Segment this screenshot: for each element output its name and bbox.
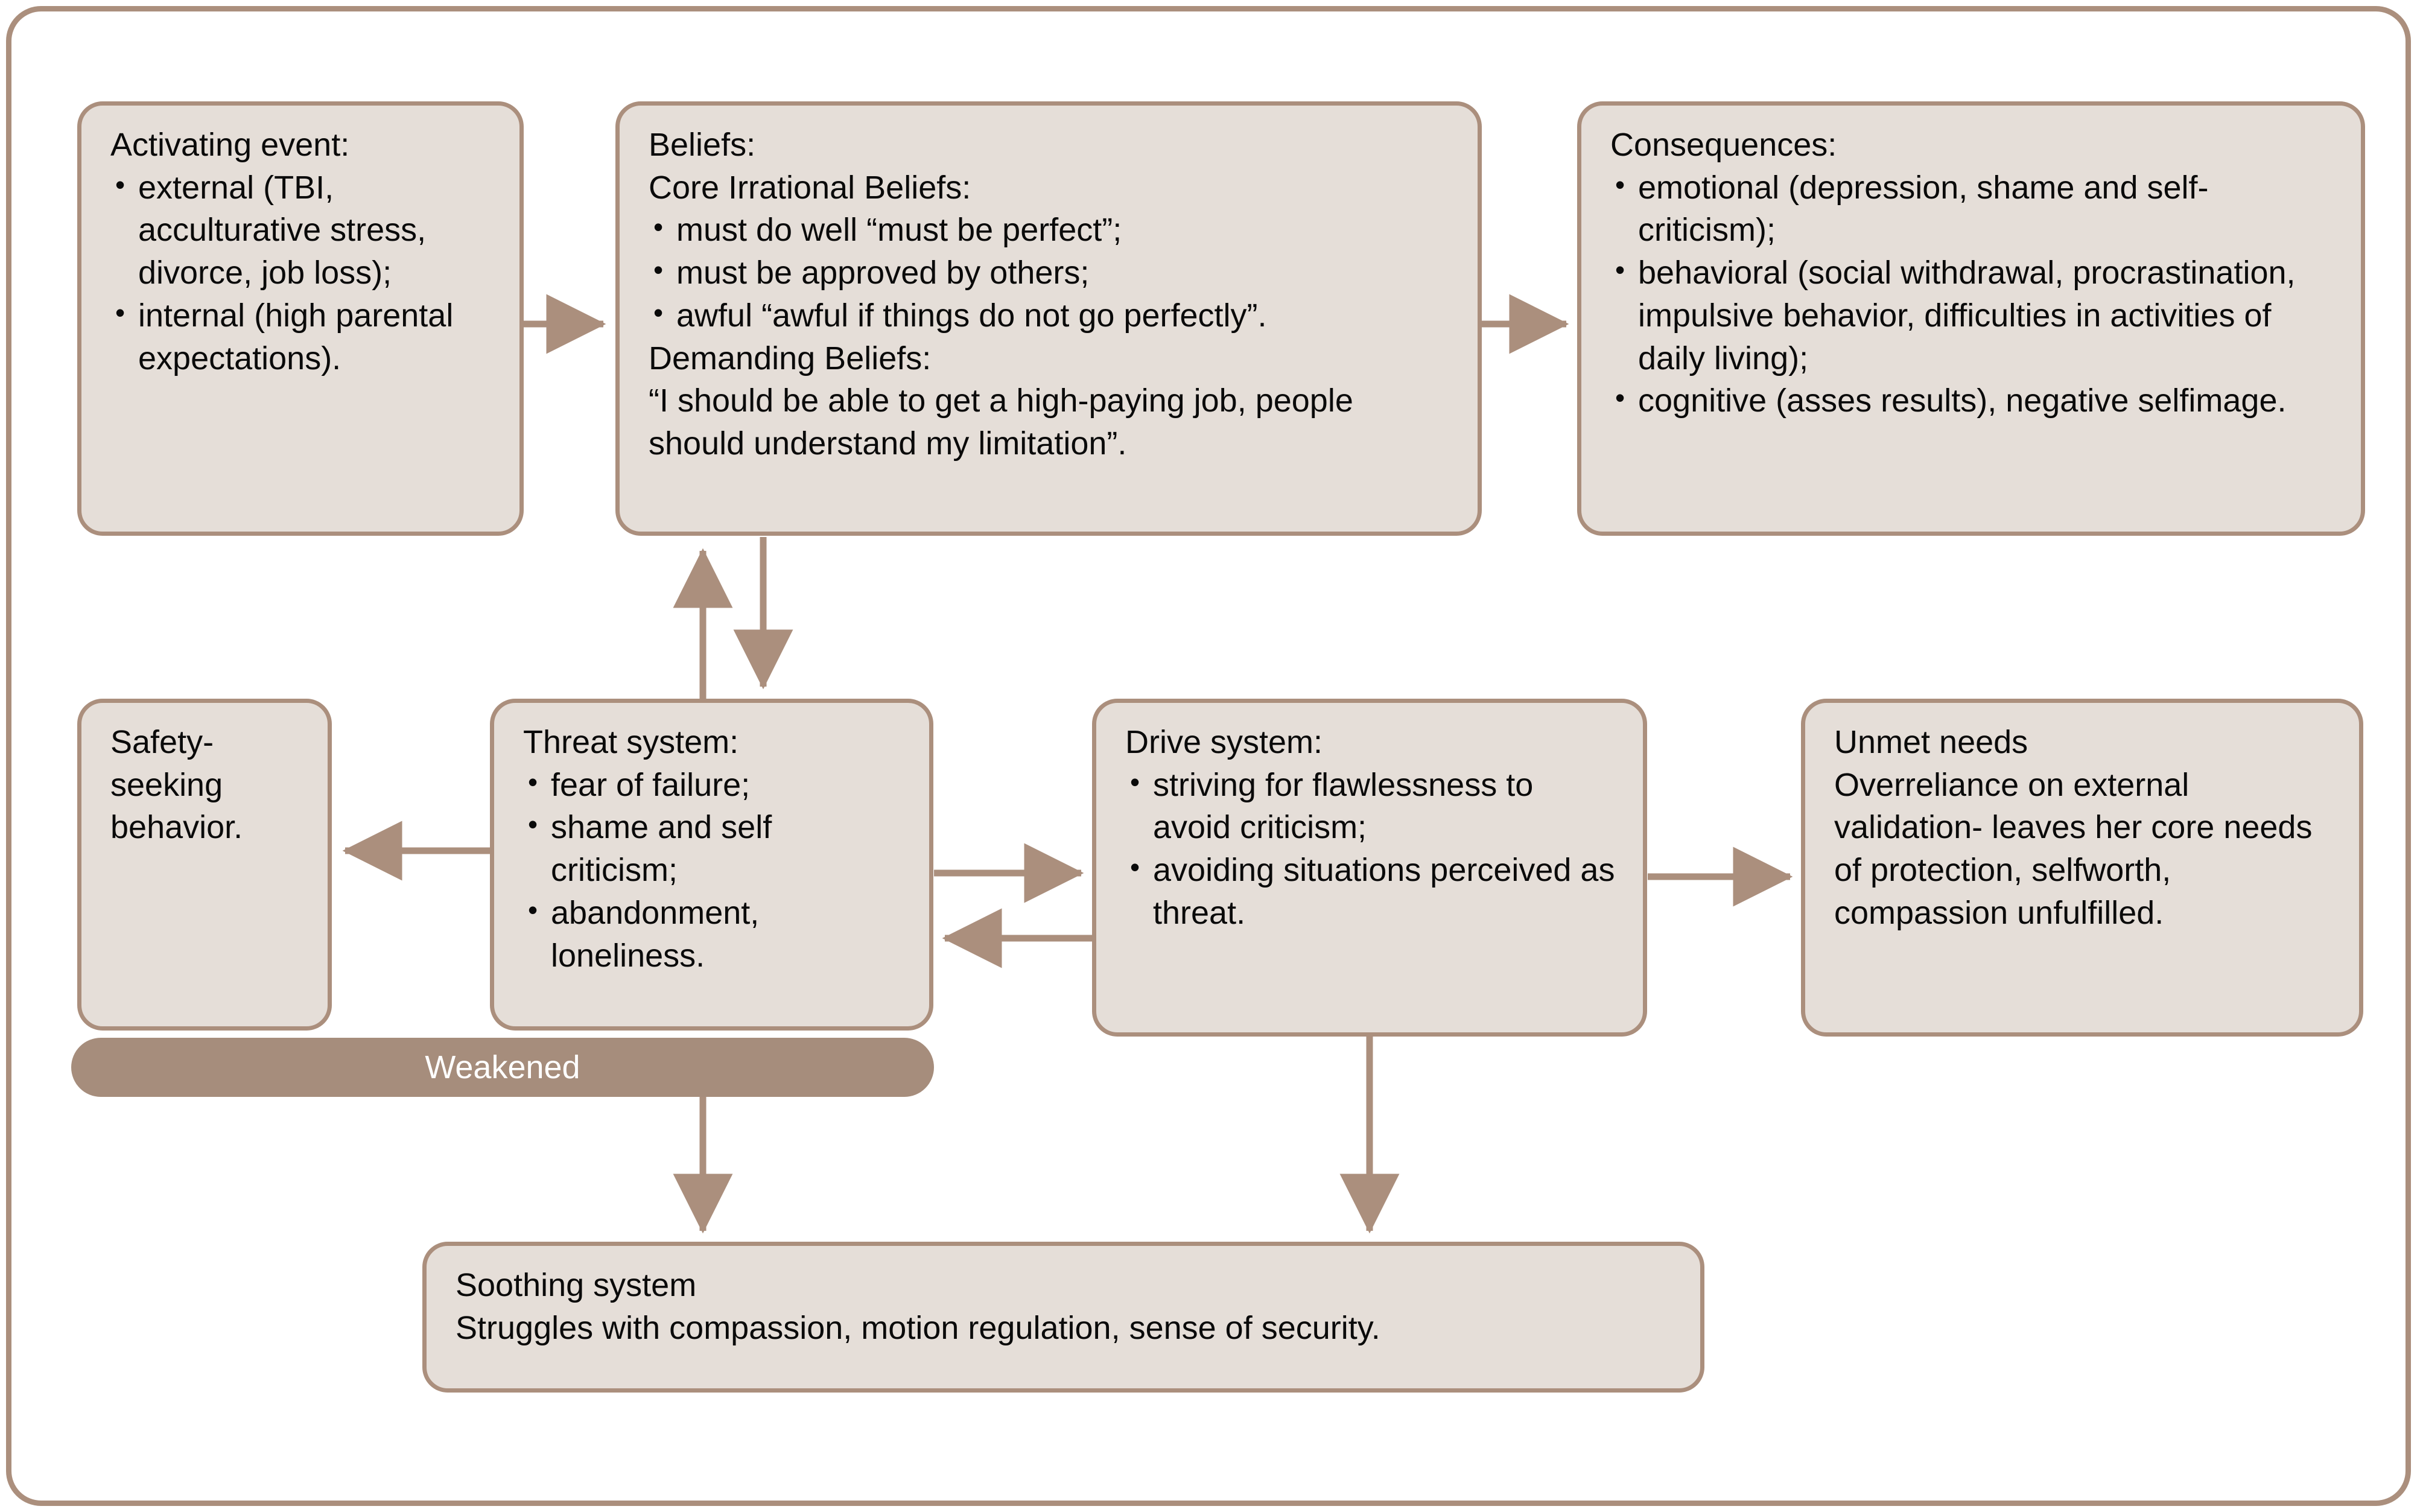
list-item: emotional (depression, shame and self-cr… [1610, 165, 2337, 252]
node-unmet-needs[interactable]: Unmet needs Overreliance on external val… [1801, 699, 2363, 1037]
threat-system-bullet-list: fear of failure; shame and self criticis… [523, 763, 905, 977]
activating-event-header: Activating event: [110, 127, 350, 163]
beliefs-bullet-list: must do well “must be perfect”; must be … [649, 208, 1453, 337]
list-item: shame and self criticism; [523, 805, 905, 891]
list-item: abandonment, loneliness. [523, 891, 905, 977]
node-safety-seeking-behavior[interactable]: Safety-seeking behavior. [77, 699, 332, 1031]
list-item: cognitive (asses results), negative self… [1610, 378, 2337, 422]
beliefs-demanding-text: Demanding Beliefs: “I should be able to … [649, 340, 1353, 462]
list-item: avoiding situations perceived as threat. [1125, 848, 1619, 934]
safety-seeking-text: Safety-seeking behavior. [110, 724, 243, 846]
drive-system-bullet-list: striving for flawlessness to avoid criti… [1125, 763, 1619, 935]
node-beliefs[interactable]: Beliefs: Core Irrational Beliefs: must d… [615, 101, 1482, 536]
activating-event-bullet-list: external (TBI, acculturative stress, div… [110, 165, 495, 380]
list-item: external (TBI, acculturative stress, div… [110, 165, 495, 294]
list-item: must be approved by others; [649, 250, 1453, 294]
weakened-band: Weakened [71, 1038, 934, 1097]
list-item: behavioral (social withdrawal, procrasti… [1610, 250, 2337, 380]
soothing-system-text: Soothing system Struggles with compassio… [456, 1267, 1380, 1346]
list-item: striving for flawlessness to avoid criti… [1125, 763, 1619, 849]
node-activating-event[interactable]: Activating event: external (TBI, accultu… [77, 101, 524, 536]
weakened-label: Weakened [425, 1049, 580, 1085]
threat-system-header: Threat system: [523, 724, 739, 760]
list-item: must do well “must be perfect”; [649, 208, 1453, 252]
list-item: fear of failure; [523, 763, 905, 807]
node-threat-system[interactable]: Threat system: fear of failure; shame an… [490, 699, 933, 1031]
unmet-needs-text: Unmet needs Overreliance on external val… [1834, 724, 2313, 931]
consequences-bullet-list: emotional (depression, shame and self-cr… [1610, 165, 2337, 422]
list-item: awful “awful if things do not go perfect… [649, 293, 1453, 337]
drive-system-header: Drive system: [1125, 724, 1323, 760]
node-drive-system[interactable]: Drive system: striving for flawlessness … [1092, 699, 1647, 1037]
beliefs-header: Beliefs: Core Irrational Beliefs: [649, 127, 971, 206]
node-consequences[interactable]: Consequences: emotional (depression, sha… [1577, 101, 2365, 536]
consequences-header: Consequences: [1610, 127, 1837, 163]
list-item: internal (high parental expectations). [110, 293, 495, 380]
node-soothing-system[interactable]: Soothing system Struggles with compassio… [422, 1242, 1704, 1393]
